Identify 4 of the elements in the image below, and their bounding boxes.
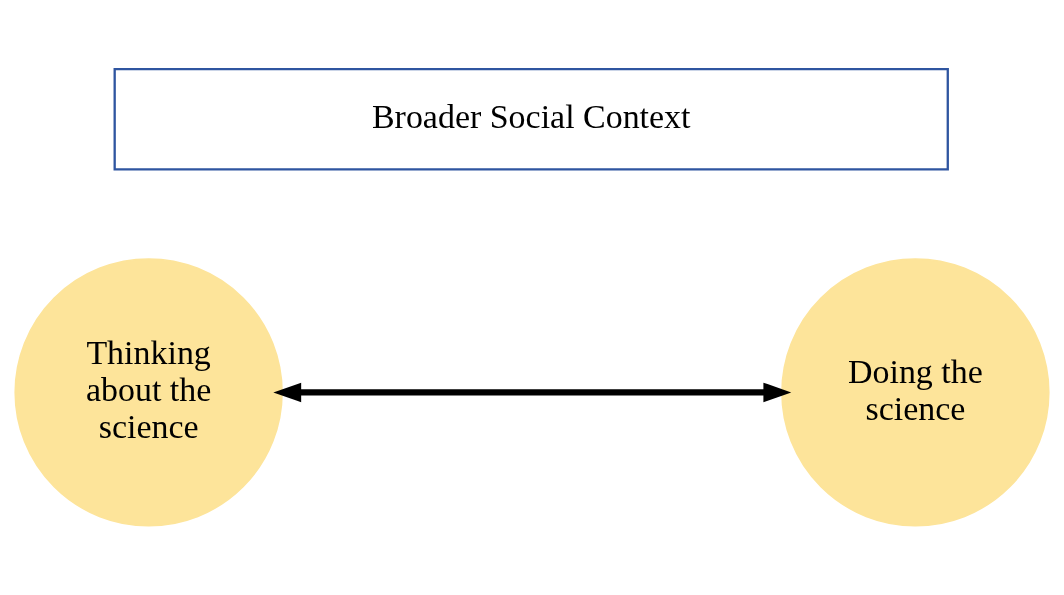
node-box: Broader Social Context [113, 68, 949, 171]
node-circle: Thinking about the science [14, 258, 283, 527]
arrow [273, 382, 792, 403]
node-circle: Doing the science [781, 258, 1050, 527]
